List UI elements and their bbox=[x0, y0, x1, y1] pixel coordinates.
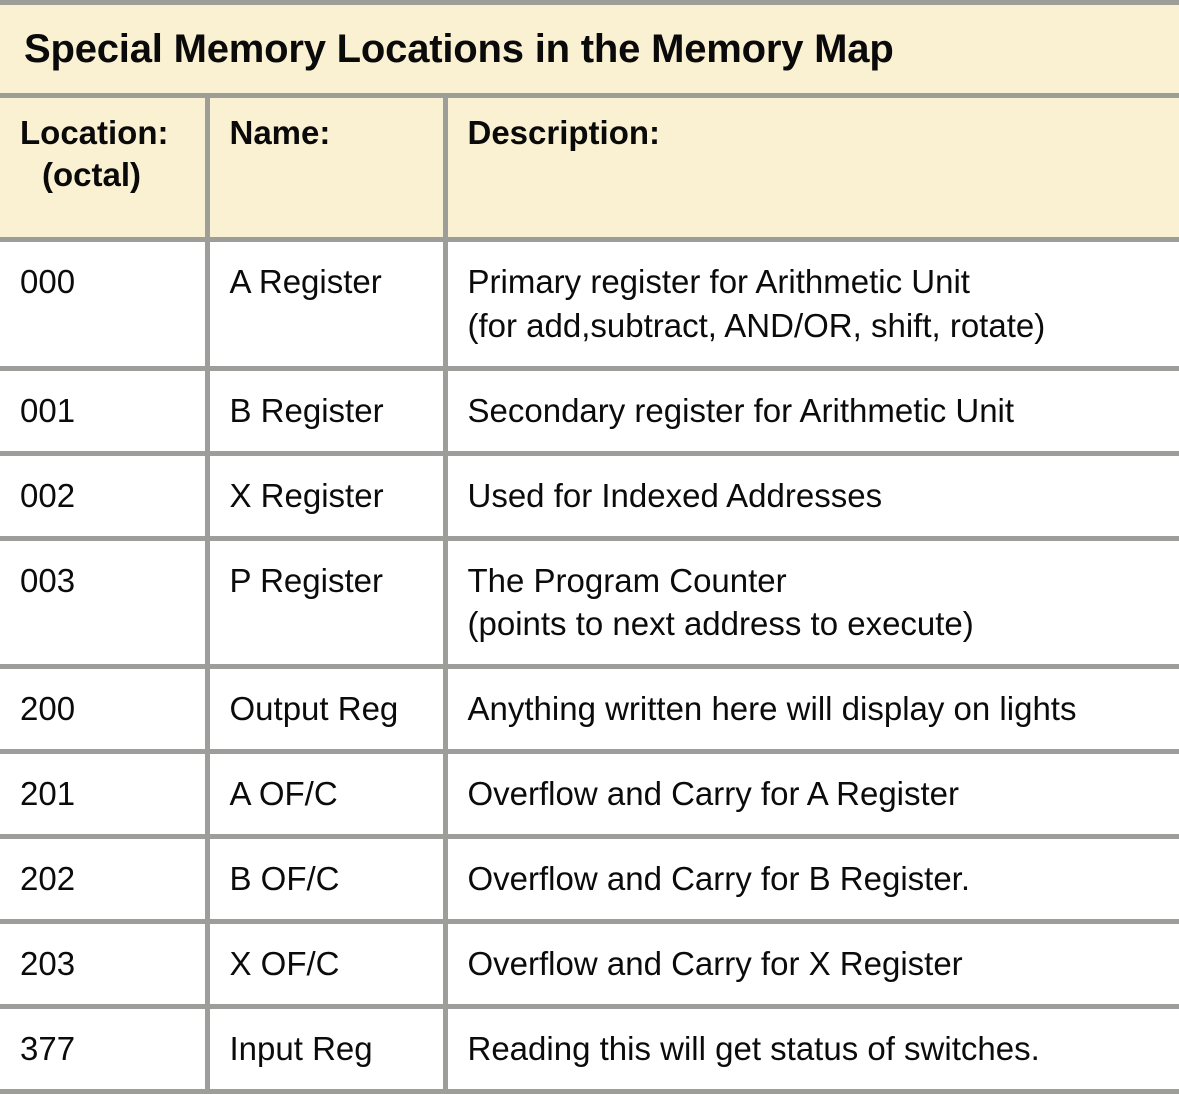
row-description: Overflow and Carry for X Register bbox=[448, 924, 1179, 1004]
column-header-location-label: Location: bbox=[20, 112, 205, 154]
column-header-name-label: Name: bbox=[230, 112, 443, 154]
row-description: Anything written here will display on li… bbox=[448, 669, 1179, 749]
table-title-row: Special Memory Locations in the Memory M… bbox=[0, 5, 1179, 96]
column-header-location-sublabel: (octal) bbox=[20, 154, 205, 196]
row-location: 003 bbox=[0, 541, 205, 621]
row-name: A OF/C bbox=[210, 754, 443, 834]
row-location-cell: 377 bbox=[0, 1006, 207, 1091]
row-name: B Register bbox=[210, 371, 443, 451]
row-description-cell: Overflow and Carry for A Register bbox=[445, 752, 1179, 837]
row-name: A Register bbox=[210, 242, 443, 322]
row-location-cell: 002 bbox=[0, 453, 207, 538]
column-header-location: Location: (octal) bbox=[0, 96, 207, 240]
row-location-cell: 203 bbox=[0, 921, 207, 1006]
page-title: Special Memory Locations in the Memory M… bbox=[24, 27, 1179, 71]
row-description: Used for Indexed Addresses bbox=[448, 456, 1179, 536]
row-description-cell: Reading this will get status of switches… bbox=[445, 1006, 1179, 1091]
row-description: Reading this will get status of switches… bbox=[448, 1009, 1179, 1089]
table-title-cell: Special Memory Locations in the Memory M… bbox=[0, 5, 1179, 96]
row-description-cell: Secondary register for Arithmetic Unit bbox=[445, 368, 1179, 453]
row-location-cell: 001 bbox=[0, 368, 207, 453]
row-description: Overflow and Carry for A Register bbox=[448, 754, 1179, 834]
row-location: 201 bbox=[0, 754, 205, 834]
row-name-cell: P Register bbox=[207, 538, 445, 667]
row-description: Overflow and Carry for B Register. bbox=[448, 839, 1179, 919]
row-description: The Program Counter (points to next addr… bbox=[448, 541, 1179, 665]
column-header-description: Description: bbox=[445, 96, 1179, 240]
row-description-cell: Overflow and Carry for X Register bbox=[445, 921, 1179, 1006]
row-name: P Register bbox=[210, 541, 443, 621]
row-location: 200 bbox=[0, 669, 205, 749]
row-location-cell: 201 bbox=[0, 752, 207, 837]
row-location-cell: 200 bbox=[0, 667, 207, 752]
row-name-cell: X OF/C bbox=[207, 921, 445, 1006]
row-description-cell: Anything written here will display on li… bbox=[445, 667, 1179, 752]
row-name: Output Reg bbox=[210, 669, 443, 749]
row-location-cell: 003 bbox=[0, 538, 207, 667]
table-body: Special Memory Locations in the Memory M… bbox=[0, 5, 1179, 1091]
row-location: 377 bbox=[0, 1009, 205, 1089]
row-description: Primary register for Arithmetic Unit (fo… bbox=[448, 242, 1179, 366]
row-description-cell: Primary register for Arithmetic Unit (fo… bbox=[445, 240, 1179, 369]
row-location-cell: 000 bbox=[0, 240, 207, 369]
row-description-cell: The Program Counter (points to next addr… bbox=[445, 538, 1179, 667]
row-location: 203 bbox=[0, 924, 205, 1004]
row-name-cell: X Register bbox=[207, 453, 445, 538]
row-description-cell: Overflow and Carry for B Register. bbox=[445, 837, 1179, 922]
row-name-cell: A Register bbox=[207, 240, 445, 369]
row-name-cell: B OF/C bbox=[207, 837, 445, 922]
row-name-cell: Output Reg bbox=[207, 667, 445, 752]
row-description-cell: Used for Indexed Addresses bbox=[445, 453, 1179, 538]
column-header-name: Name: bbox=[207, 96, 445, 240]
column-header-description-label: Description: bbox=[468, 112, 1179, 154]
row-name: B OF/C bbox=[210, 839, 443, 919]
row-location: 001 bbox=[0, 371, 205, 451]
row-location: 000 bbox=[0, 242, 205, 322]
row-name-cell: A OF/C bbox=[207, 752, 445, 837]
special-memory-locations-table: Special Memory Locations in the Memory M… bbox=[0, 5, 1179, 1094]
row-location-cell: 202 bbox=[0, 837, 207, 922]
row-description: Secondary register for Arithmetic Unit bbox=[448, 371, 1179, 451]
row-location: 202 bbox=[0, 839, 205, 919]
row-name: X Register bbox=[210, 456, 443, 536]
row-name-cell: Input Reg bbox=[207, 1006, 445, 1091]
row-name: X OF/C bbox=[210, 924, 443, 1004]
row-name-cell: B Register bbox=[207, 368, 445, 453]
row-name: Input Reg bbox=[210, 1009, 443, 1089]
table-header-row: Location: (octal) Name: Description: bbox=[0, 96, 1179, 240]
row-location: 002 bbox=[0, 456, 205, 536]
